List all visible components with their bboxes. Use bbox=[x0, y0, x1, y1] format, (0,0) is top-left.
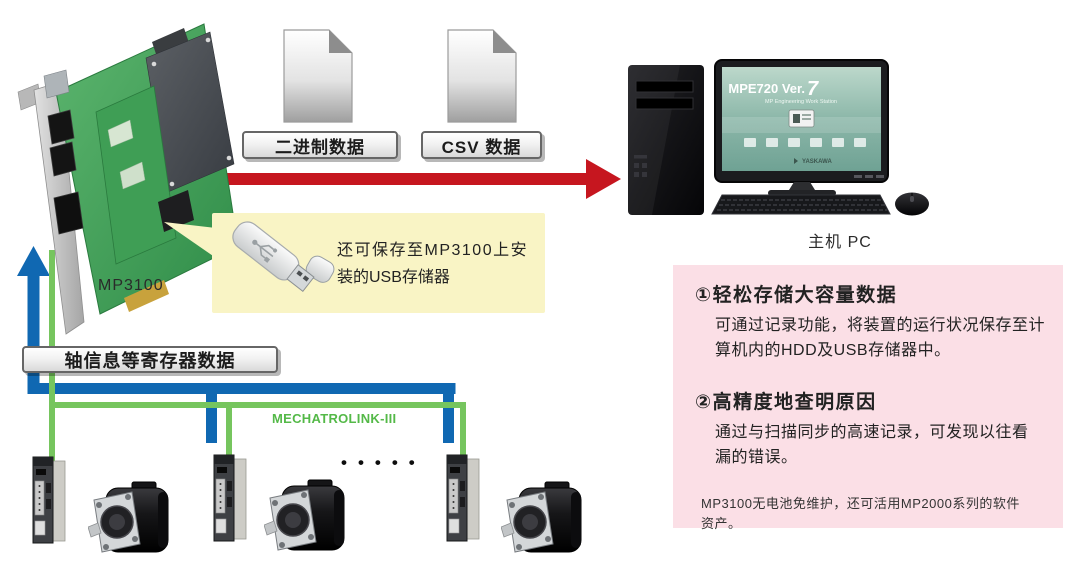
usb-drive-icon bbox=[232, 221, 335, 292]
servo-motor-icon bbox=[88, 481, 169, 553]
monitor-image: MPE720 Ver. 7 MP Engineering Work Statio… bbox=[714, 59, 889, 196]
info-panel-note: MP3100无电池免维护，还可活用MP2000系列的软件 资产。 bbox=[701, 494, 1051, 534]
red-data-arrow-head bbox=[586, 159, 621, 199]
servo-drive-icon bbox=[32, 456, 66, 544]
screen-brand-text: YASKAWA bbox=[802, 159, 832, 165]
usb-callout-line1: 还可保存至MP3100上安 bbox=[337, 242, 529, 259]
binary-data-label: 二进制数据 bbox=[242, 131, 398, 159]
blue-drop-line bbox=[443, 394, 454, 443]
screen-title-version: 7 bbox=[807, 78, 819, 100]
pc-tower-image bbox=[628, 65, 704, 215]
host-pc-label: 主机 PC bbox=[808, 234, 872, 251]
info-note-line2: 资产。 bbox=[701, 516, 742, 531]
servo-motor-icon bbox=[264, 479, 345, 551]
usb-callout-text: 还可保存至MP3100上安 装的USB存储器 bbox=[337, 237, 542, 291]
green-drop-line bbox=[460, 408, 466, 463]
callout-tail bbox=[164, 222, 216, 258]
screen-subtitle-text: MP Engineering Work Station bbox=[765, 99, 837, 105]
info-item2-line2: 漏的错误。 bbox=[715, 449, 798, 466]
blue-bus-line bbox=[27, 383, 456, 394]
info-note-line1: MP3100无电池免维护，还可活用MP2000系列的软件 bbox=[701, 496, 1020, 511]
csv-file-icon bbox=[447, 29, 517, 123]
keyboard-image bbox=[711, 194, 891, 215]
info-item1-line1: 可通过记录功能，将装置的运行状况保存至计 bbox=[715, 317, 1046, 334]
csv-data-label: CSV 数据 bbox=[421, 131, 542, 159]
mouse-image bbox=[895, 192, 929, 216]
host-pc-image: MPE720 Ver. 7 MP Engineering Work Statio… bbox=[628, 59, 929, 216]
info-item1-body: 可通过记录功能，将装置的运行状况保存至计 算机内的HDD及USB存储器中。 bbox=[715, 313, 1051, 363]
green-drop-line bbox=[226, 408, 232, 463]
info-item1-line2: 算机内的HDD及USB存储器中。 bbox=[715, 342, 951, 359]
info-item2-heading: ②高精度地查明原因 bbox=[695, 392, 877, 413]
green-bus-line bbox=[49, 402, 466, 408]
info-item2-body: 通过与扫描同步的高速记录，可发现以往看 漏的错误。 bbox=[715, 420, 1051, 470]
binary-file-icon bbox=[283, 29, 353, 123]
register-data-label: 轴信息等寄存器数据 bbox=[22, 346, 278, 373]
blue-drop-line bbox=[206, 394, 217, 443]
red-data-arrow-shaft bbox=[172, 173, 586, 185]
servo-drive-icon bbox=[213, 454, 247, 542]
servo-motor-icon bbox=[501, 481, 582, 553]
network-label: MECHATROLINK-III bbox=[272, 411, 397, 426]
screen-title-text: MPE720 Ver. bbox=[728, 81, 805, 96]
servo-drive-icon bbox=[446, 454, 480, 542]
info-item1-heading: ①轻松存储大容量数据 bbox=[695, 285, 898, 306]
usb-callout-box: 还可保存至MP3100上安 装的USB存储器 bbox=[212, 213, 545, 313]
blue-up-arrow bbox=[17, 246, 50, 394]
ellipsis-dots: ••••• bbox=[341, 453, 426, 472]
info-panel: ①轻松存储大容量数据 可通过记录功能，将装置的运行状况保存至计 算机内的HDD及… bbox=[673, 265, 1063, 531]
usb-callout-line2: 装的USB存储器 bbox=[337, 269, 450, 286]
board-label: MP3100 bbox=[98, 277, 164, 294]
info-item2-line1: 通过与扫描同步的高速记录，可发现以往看 bbox=[715, 424, 1029, 441]
